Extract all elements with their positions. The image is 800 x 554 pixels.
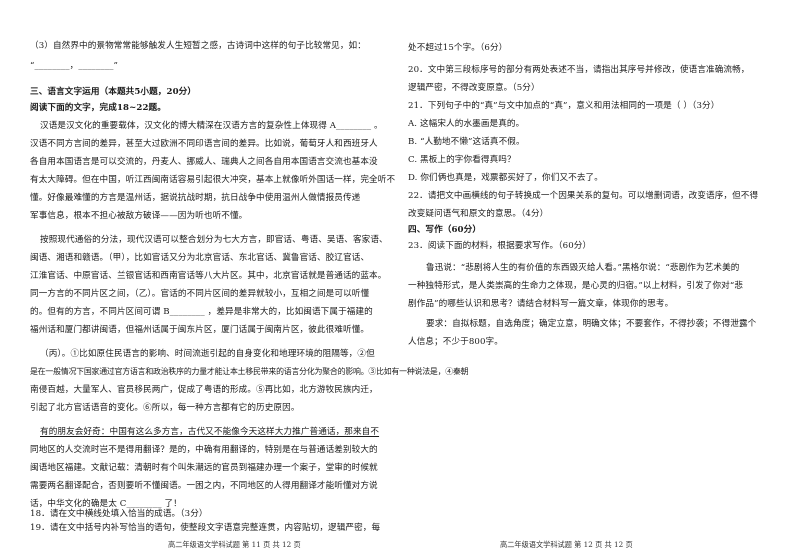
p2-line: 的。但有的方言，不同片区间可谓 B________ ，差异是非常大的，比如闽语下… — [30, 307, 373, 317]
section3-instruction: 阅读下面的文字，完成18~22题。 — [30, 103, 166, 113]
page-footer-left: 高二年级语文学科试题 第 11 页 共 12 页 — [168, 540, 301, 549]
q19-continuation: 处不超过15个字。（6分） — [408, 43, 508, 53]
p4-line: 同地区的人交流时岂不是得用翻译？是的，中确有用翻译的，特别是在与普通话差别较大的 — [30, 445, 378, 455]
question-22-line2: 改变疑问语气和原文的意思。（4分） — [408, 209, 549, 219]
p1-line: 军事信息，根本不担心被敌方破译——因为听也听不懂。 — [30, 211, 248, 221]
p1-line: 汉语是汉文化的重要载体，汉文化的博大精深在汉语方言的复杂性上体现得 A_____… — [40, 121, 383, 131]
option-b: B. “人勤地不懒”这话真不假。 — [408, 137, 525, 147]
section3-title: 三、语言文字运用（本题共5小题，20分） — [30, 87, 197, 97]
p4-line: 话，中华文化的确是太 C________ 了！ — [30, 499, 182, 509]
p1-line: 汉语不同方言间的差异，甚至大过欧洲不同印语言间的差异。比如说，葡萄牙人和西班牙人 — [30, 139, 378, 149]
question-20-line1: 20．文中第三段标序号的部分有两处表述不当，请指出其序号并修改，使语言准确流畅， — [408, 65, 750, 75]
option-a: A. 这幅宋人的水墨画是真的。 — [408, 119, 525, 129]
p3-line: 南侵百越，大量军人、官员移民两广，促成了粤语的形成。⑤再比如，北方游牧民族内迁， — [30, 385, 378, 395]
material-line: 鲁迅说：“悲剧将人生的有价值的东西毁灭给人看。”黑格尔说：“悲剧作为艺术美的 — [426, 263, 740, 273]
page-footer-right: 高二年级语文学科试题 第 12 页 共 12 页 — [500, 540, 633, 549]
requirements-line: 要求：自拟标题，自选角度；确定立意，明确文体；不要套作，不得抄袭；不得泄露个 — [426, 319, 757, 329]
p1-line: 各自用本国语言是可以交流的，丹麦人、挪威人、瑞典人之间各自用本国语言交流也基本没 — [30, 157, 378, 167]
question-18: 18．请在文中横线处填入恰当的成语。（3分） — [30, 509, 208, 519]
p2-line: 闽语、湘语和赣语。（甲），比如官话又分为北京官话、东北官话、冀鲁官话、胶辽官话、 — [30, 253, 370, 263]
material-line: 一种独特形式，是人类崇高的生命力之体现，是心灵的归宿。”以上材料，引发了你对“悲 — [408, 281, 744, 291]
q3-line2: “________，________” — [30, 61, 119, 71]
p4-line: 需要两名翻译配合，否则要听不懂闽语。一困之内，不同地区的人得用翻译才能听懂对方说 — [30, 481, 378, 491]
question-22-line1: 22．请把文中画横线的句子转换成一个因果关系的复句。可以增删词语，改变语序，但不… — [408, 191, 759, 201]
p1-line: 懂。好像最难懂的方言是温州话，据说抗战时期，抗日战争中使用温州人做情报员传递 — [30, 193, 361, 203]
q3-line1: （3）自然界中的景物常常能够触发人生短暂之感，古诗词中这样的句子比较常见，如： — [30, 41, 366, 51]
p3-line: 引起了北方官话语音的变化。⑥所以，每一种方言都有它的历史原因。 — [30, 403, 300, 413]
section4-title: 四、写作（60分） — [408, 225, 482, 235]
p4-line: 闽语地区福建。文献记载：清朝时有个叫朱潮远的官员到福建办理一个案子，堂审的时候就 — [30, 463, 378, 473]
p2-line: 江淮官话、中原官话、兰银官话和西南官话等八大片区。其中，北京官话就是普通话的蓝本… — [30, 271, 387, 281]
option-c: C. 黑板上的字你看得真吗？ — [408, 155, 516, 165]
p2-line: 按照现代通俗的分法，现代汉语可以整合划分为七大方言，即官话、粤语、吴语、客家语、 — [40, 235, 388, 245]
question-21: 21．下列句子中的“真”与文中加点的“真”，意义和用法相同的一项是（ ）（3分） — [408, 101, 720, 111]
question-19: 19．请在文中括号内补写恰当的语句，使整段文字语意完整连贯，内容贴切，逻辑严密，… — [30, 523, 381, 533]
p2-line: 福州话和厦门都讲闽语，但福州话属于闽东片区，厦门话属于闽南片区，彼此很难听懂。 — [30, 325, 370, 335]
question-20-line2: 逻辑严密，不得改变原意。（5分） — [408, 83, 540, 93]
underlined-sentence-line1: 有的朋友会好奇：中国有这么多方言，古代又不能像今天这样大力推广普通话，那来自不 — [40, 427, 380, 437]
material-line: 剧作品”的哪些认识和思考？请结合材料写一篇文章，体现你的思考。 — [408, 299, 674, 309]
p2-line: 同一方言的不同片区之间，（乙）。官话的不同片区间的差异就较小，互相之间是可以听懂 — [30, 289, 370, 299]
p3-line: 是在一般情况下国家通过官方语言和政治秩序的力量才能让本土移民带来的语言分化为聚合… — [30, 367, 469, 376]
p3-line: （丙）。①比如原住民语言的影响、时间流逝引起的自身变化和地理环境的阻隔等，②但 — [40, 349, 375, 359]
requirements-line: 人信息；不少于800字。 — [408, 337, 503, 347]
question-23: 23．阅读下面的材料，根据要求写作。（60分） — [408, 241, 592, 251]
option-d: D. 你们俩也真是，戏票都买好了，你们又不去了。 — [408, 173, 603, 183]
p1-line: 有太大障碍。但在中国，听江西闽南话容易引起很大冲突，基本上就像听外国话一样，完全… — [30, 175, 396, 185]
